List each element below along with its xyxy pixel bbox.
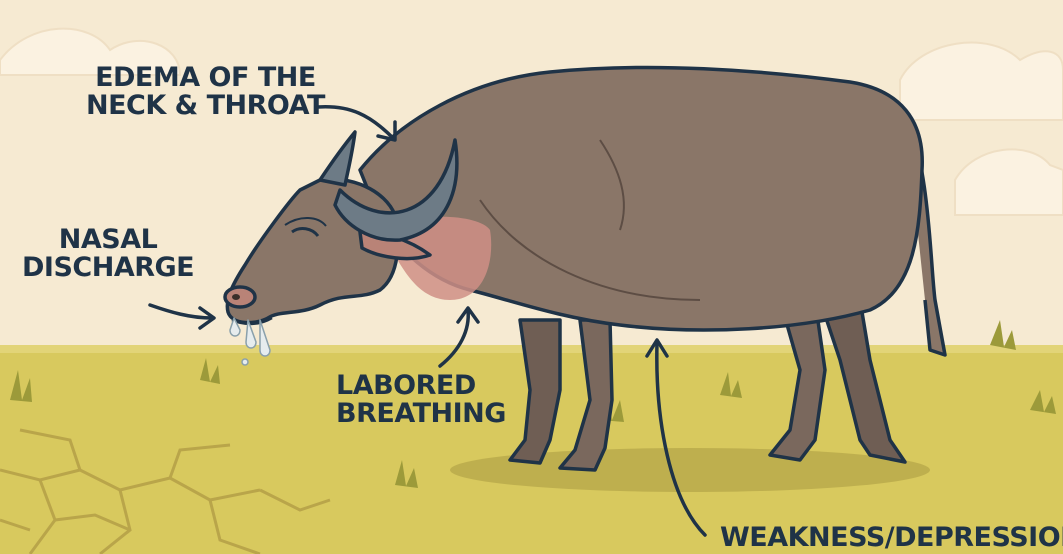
edema-label-line-2: NECK & THROAT (86, 92, 325, 120)
weakness-label-line-1: WEAKNESS/DEPRESSION (720, 524, 1063, 552)
edema-label-line-1: EDEMA OF THE (86, 64, 325, 92)
nasal-discharge-label: NASAL DISCHARGE (22, 226, 194, 283)
labored-breathing-label: LABORED BREATHING (336, 372, 506, 429)
edema-label: EDEMA OF THE NECK & THROAT (86, 64, 325, 121)
cloud-icon (900, 43, 1063, 120)
nasal-label-line-2: DISCHARGE (22, 254, 194, 282)
breathing-label-line-2: BREATHING (336, 400, 506, 428)
nasal-label-line-1: NASAL (22, 226, 194, 254)
weakness-depression-label: WEAKNESS/DEPRESSION (720, 524, 1063, 552)
breathing-label-line-1: LABORED (336, 372, 506, 400)
